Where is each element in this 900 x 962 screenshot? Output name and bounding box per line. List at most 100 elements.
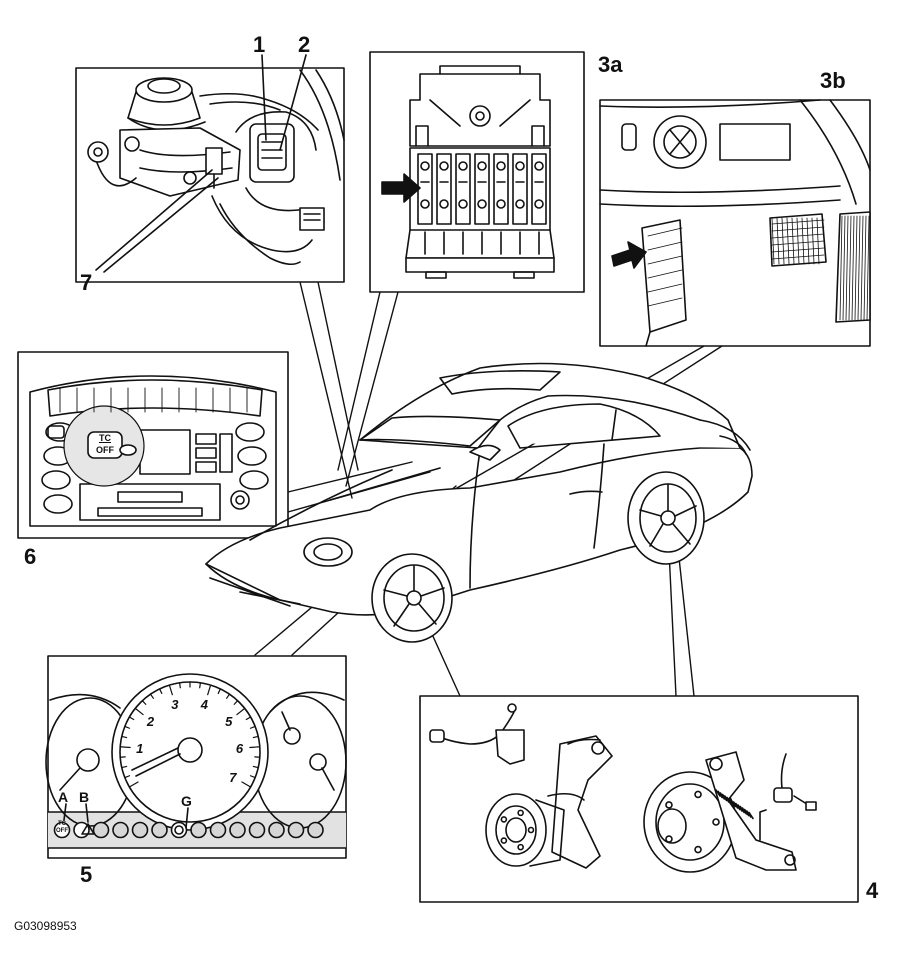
relay-column: [493, 153, 509, 225]
callout-4: 4: [866, 878, 879, 903]
hatch-line: [771, 240, 825, 246]
hub-bolt: [712, 818, 720, 826]
relay-terminal: [534, 199, 544, 209]
tach-tick: [159, 688, 163, 695]
tone-ring-tooth: [748, 811, 754, 820]
relay-terminal: [477, 161, 487, 171]
hazard-triangle-icon: [81, 823, 95, 835]
warning-lamp: [268, 821, 285, 839]
tach-label: 2: [146, 713, 155, 729]
relay-terminal: [458, 199, 468, 209]
warning-lamp-row: [53, 821, 324, 839]
tone-ring-tooth: [741, 807, 748, 815]
tach-label: 6: [235, 741, 244, 757]
relay-terminal: [496, 199, 506, 209]
wheel-sensor-panel: [419, 695, 859, 903]
relay-terminal: [420, 161, 430, 171]
hatch-line: [860, 215, 864, 321]
hatch-line: [839, 215, 843, 321]
warning-lamp: [151, 821, 168, 839]
warning-lamp: [229, 821, 246, 839]
relay-terminal: [458, 161, 468, 171]
warning-lamp: [209, 821, 227, 839]
warning-lamp: [131, 821, 149, 839]
tach-tick: [121, 765, 128, 769]
warning-lamp: [53, 821, 71, 839]
hatch-line: [647, 283, 683, 293]
tach-label: 4: [200, 697, 208, 713]
relay-terminal: [515, 161, 525, 171]
tone-ring-tooth: [732, 801, 739, 809]
tach-tick: [124, 725, 131, 729]
relay-column: [436, 153, 452, 225]
indicator-label-g: G: [181, 793, 192, 809]
tach-tick: [249, 725, 256, 729]
tachometer-ticks: [119, 681, 261, 788]
hatch-line: [647, 269, 683, 279]
tach-tick: [128, 781, 139, 788]
hatch-line: [854, 215, 858, 321]
pointer-arrow-3b: [611, 241, 647, 269]
tach-label: 7: [229, 770, 237, 785]
tone-ring-tooth: [728, 798, 735, 806]
callout-3b: 3b: [820, 68, 846, 93]
hub-bolt: [500, 816, 508, 823]
hatch-line: [863, 215, 867, 321]
tone-ring-tooth: [734, 802, 741, 811]
tach-label: 5: [225, 713, 233, 729]
tach-tick: [178, 682, 181, 689]
tach-tick: [217, 688, 221, 695]
warning-lamp: [170, 821, 188, 839]
warning-lamp: [307, 821, 324, 839]
hub-bolt: [500, 837, 508, 844]
tach-tick: [241, 781, 252, 788]
callout-6: 6: [24, 544, 37, 569]
hatch-line: [796, 217, 800, 265]
relay-terminal: [534, 161, 544, 171]
hatch-line: [771, 254, 825, 260]
callout-3a: 3a: [598, 52, 623, 77]
hatch-line: [771, 219, 825, 225]
center-console-panel: [17, 351, 289, 539]
hatch-line: [771, 226, 825, 232]
figure-code: G03098953: [14, 919, 77, 933]
hatch-line: [811, 217, 815, 265]
relay-column: [512, 153, 528, 225]
hatch-line: [647, 241, 683, 251]
pointer-arrow-3a: [381, 173, 421, 203]
tach-tick: [249, 746, 261, 749]
hub-bolt: [527, 826, 535, 834]
warning-lamp: [190, 821, 207, 839]
hatch-line: [848, 215, 852, 321]
tach-tick: [141, 700, 147, 705]
hub-bolt: [694, 790, 702, 799]
warning-lamp: [248, 821, 266, 839]
hatch-line: [771, 217, 775, 265]
hub-bolt: [517, 809, 524, 817]
hub-bolt: [694, 845, 702, 854]
lamp-g-icon: [174, 825, 184, 835]
tach-tick: [149, 693, 154, 699]
hatch-line: [857, 215, 861, 321]
hatch-line: [771, 247, 825, 253]
relay-column: [474, 153, 490, 225]
tach-tick: [119, 746, 131, 749]
tone-ring-tooth: [743, 808, 750, 817]
tone-ring-tooth: [723, 795, 730, 803]
hatch-line: [647, 255, 683, 265]
tone-ring-tooth: [717, 790, 724, 799]
tone-ring-tooth: [739, 805, 746, 814]
tach-tick: [249, 775, 256, 779]
tone-ring-tooth: [730, 799, 737, 808]
hatch-line: [816, 217, 820, 265]
tc-off-button-line2: OFF: [96, 445, 114, 455]
tone-ring-tooth: [726, 796, 732, 805]
tone-ring-tooth: [737, 804, 743, 812]
tone-ring-tooth: [719, 792, 726, 800]
footwell-panel: [599, 99, 871, 347]
tc-off-lamp-line2: OFF: [56, 828, 68, 834]
car-illustration: [205, 362, 753, 643]
relay-terminal: [477, 199, 487, 209]
tach-tick: [121, 735, 128, 739]
